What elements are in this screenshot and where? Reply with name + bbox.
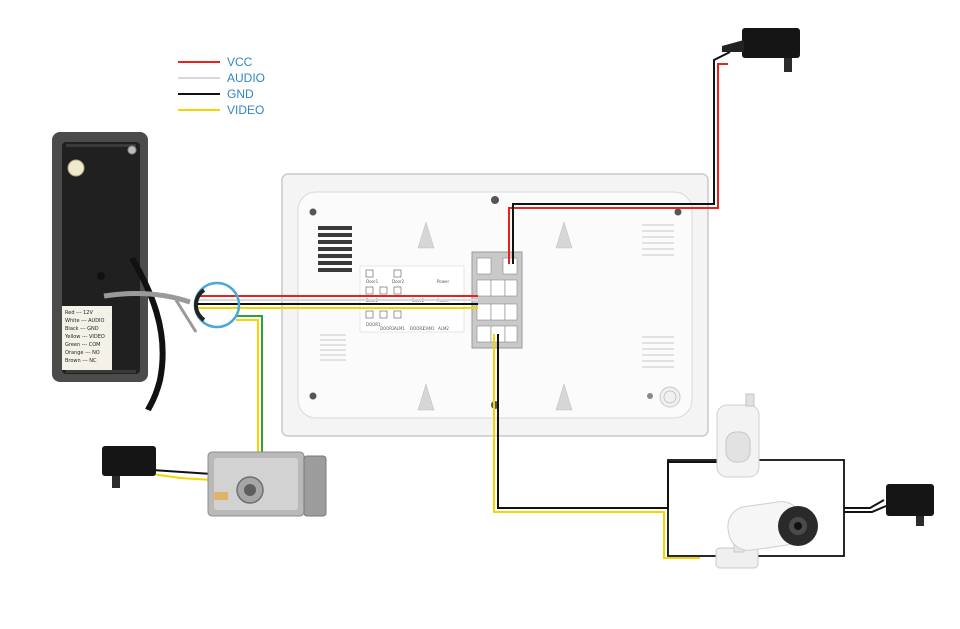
screw — [127, 145, 137, 155]
port-label: Door1 — [366, 279, 379, 284]
vent-right-top — [642, 224, 674, 256]
wire-power-vcc — [508, 63, 728, 264]
lock-label — [214, 492, 228, 500]
port-label: ALM2 — [438, 326, 449, 331]
legend-label-gnd: GND — [227, 87, 254, 101]
port-label: Power — [437, 279, 449, 284]
vent-left-top — [320, 334, 346, 361]
svg-text:Green --- COM: Green --- COM — [65, 342, 100, 348]
qc-sticker — [67, 159, 85, 177]
svg-text:Yellow --- VIDEO: Yellow --- VIDEO — [64, 334, 105, 340]
svg-text:White --- AUDIO: White --- AUDIO — [65, 318, 105, 324]
electric-lock — [207, 451, 327, 517]
wiring-sticker-text: Red --- 12V White --- AUDIO Black --- GN… — [64, 310, 105, 364]
svg-text:Red --- 12V: Red --- 12V — [65, 310, 93, 316]
hanging-slots — [417, 221, 573, 411]
wire-lock-power-1 — [151, 469, 213, 475]
legend-label-audio: AUDIO — [227, 71, 265, 85]
screw — [309, 392, 317, 400]
port-label: ALM1 — [394, 326, 405, 331]
screw — [674, 208, 682, 216]
port-label: DOOR2 — [380, 326, 395, 331]
speaker-grille — [318, 226, 352, 272]
terminal-block — [471, 251, 523, 349]
cctv-camera — [715, 501, 818, 569]
svg-text:Black --- GND: Black --- GND — [65, 326, 99, 332]
screw — [647, 393, 653, 399]
wire-lock-power-2 — [151, 473, 213, 481]
vent-right-bottom — [642, 336, 674, 368]
outdoor-cable — [129, 256, 166, 412]
screw — [491, 196, 499, 204]
port-label: DOOR2 — [410, 326, 425, 331]
port-label: DOOR1 — [366, 322, 381, 327]
port-label: CAM1 — [423, 326, 435, 331]
motion-sensor — [716, 393, 760, 478]
wires — [151, 51, 887, 559]
wire-lock-yellow — [236, 319, 259, 460]
outdoor-unit: Red --- 12V White --- AUDIO Black --- GN… — [52, 132, 198, 412]
outdoor-cable-bundle — [103, 291, 191, 305]
wire-camera-adapter — [844, 499, 885, 509]
power-adapter-lock — [102, 446, 156, 488]
screw — [97, 272, 105, 280]
lock-bolt — [303, 455, 327, 517]
legend-label-vcc: VCC — [227, 55, 253, 69]
wire-lock-green — [236, 315, 263, 456]
wiring-sticker — [62, 306, 112, 370]
power-adapter-monitor — [722, 28, 800, 72]
wire-power-gnd — [512, 51, 731, 264]
indoor-monitor: Door1 Door2 Power Door1 Door2 Power DOOR… — [281, 173, 709, 437]
svg-text:Orange --- NO: Orange --- NO — [65, 350, 100, 356]
svg-text:Brown --- NC: Brown --- NC — [65, 358, 97, 364]
legend: VCC AUDIO GND VIDEO — [178, 55, 265, 117]
port-label: Door2 — [392, 279, 405, 284]
qc-sticker — [659, 386, 681, 408]
wire-camera-adapter-2 — [844, 505, 887, 513]
legend-label-video: VIDEO — [227, 103, 264, 117]
wire-camera-video — [493, 334, 700, 559]
power-adapter-camera — [886, 484, 934, 526]
screw — [309, 208, 317, 216]
